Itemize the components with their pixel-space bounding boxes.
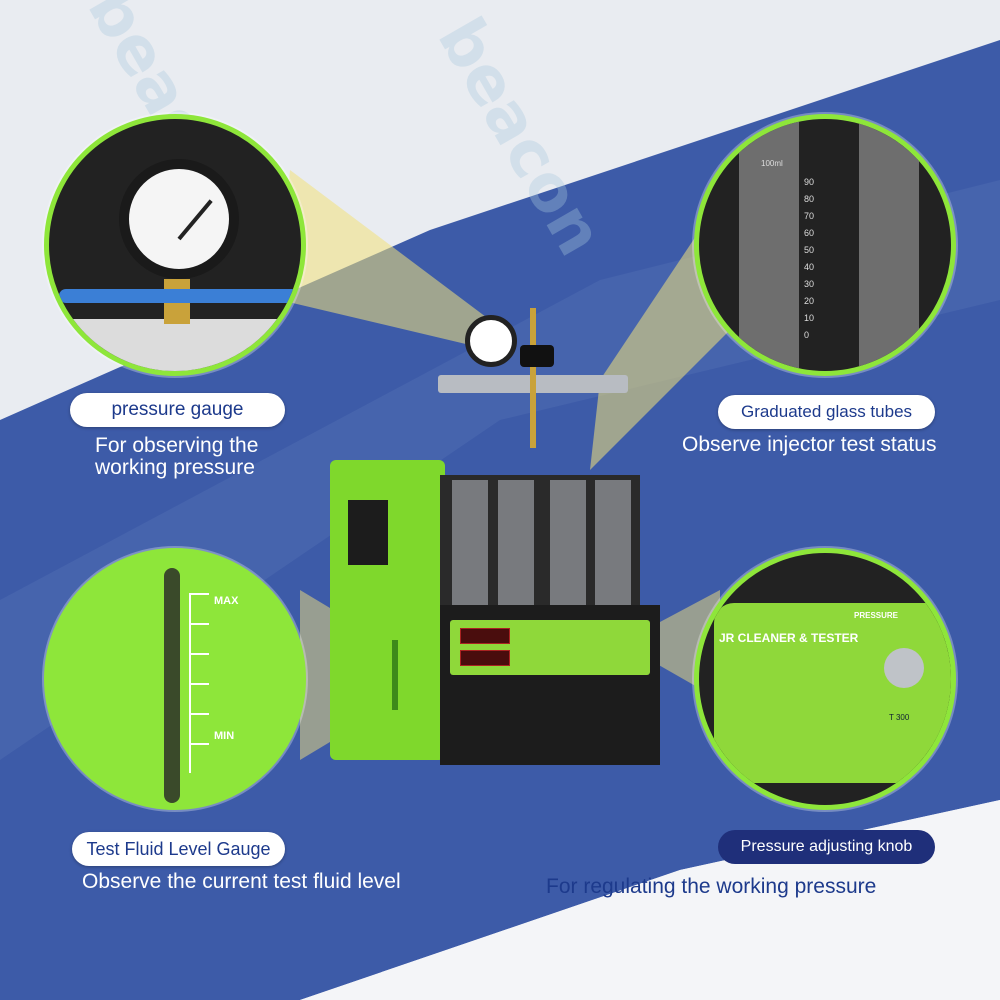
machine-base xyxy=(440,605,660,765)
panel-title: JR CLEANER & TESTER xyxy=(719,631,859,645)
tube-top-mark: 100ml xyxy=(761,159,783,168)
label-glass-tubes: Graduated glass tubes xyxy=(718,395,935,429)
label-knob: Pressure adjusting knob xyxy=(718,830,935,864)
pressure-gauge-small xyxy=(465,315,517,367)
knob xyxy=(520,345,554,367)
label-fluid-level: Test Fluid Level Gauge xyxy=(72,832,285,866)
caption-knob: For regulating the working pressure xyxy=(546,875,877,898)
gauge-dial-icon xyxy=(119,159,239,279)
zoom-circle-fluid-level: MAX MIN xyxy=(44,548,306,810)
threaded-rod xyxy=(530,308,536,448)
tube-chamber xyxy=(440,475,640,605)
control-panel xyxy=(450,620,650,675)
panel-knob-label: PRESSURE xyxy=(854,611,899,620)
caption-pressure-gauge: For observing the working pressure xyxy=(95,435,258,479)
model-label: T 300 xyxy=(889,713,910,722)
beam-gauge xyxy=(280,170,490,345)
max-label: MAX xyxy=(214,595,239,607)
injector-tester-machine xyxy=(330,300,680,770)
zoom-circle-knob: JR CLEANER & TESTER PRESSURE T 300 xyxy=(694,548,956,810)
label-pressure-gauge: pressure gauge xyxy=(70,393,285,427)
caption-line: working pressure xyxy=(95,456,255,479)
panel-face: JR CLEANER & TESTER PRESSURE T 300 xyxy=(714,603,951,783)
machine-side xyxy=(330,460,445,760)
caption-glass-tubes: Observe injector test status xyxy=(682,433,937,456)
caption-fluid-level: Observe the current test fluid level xyxy=(82,870,401,893)
min-label: MIN xyxy=(214,730,235,742)
caption-line: For observing the xyxy=(95,434,259,457)
zoom-circle-pressure-gauge xyxy=(44,114,306,376)
pressure-knob-icon xyxy=(884,648,924,688)
